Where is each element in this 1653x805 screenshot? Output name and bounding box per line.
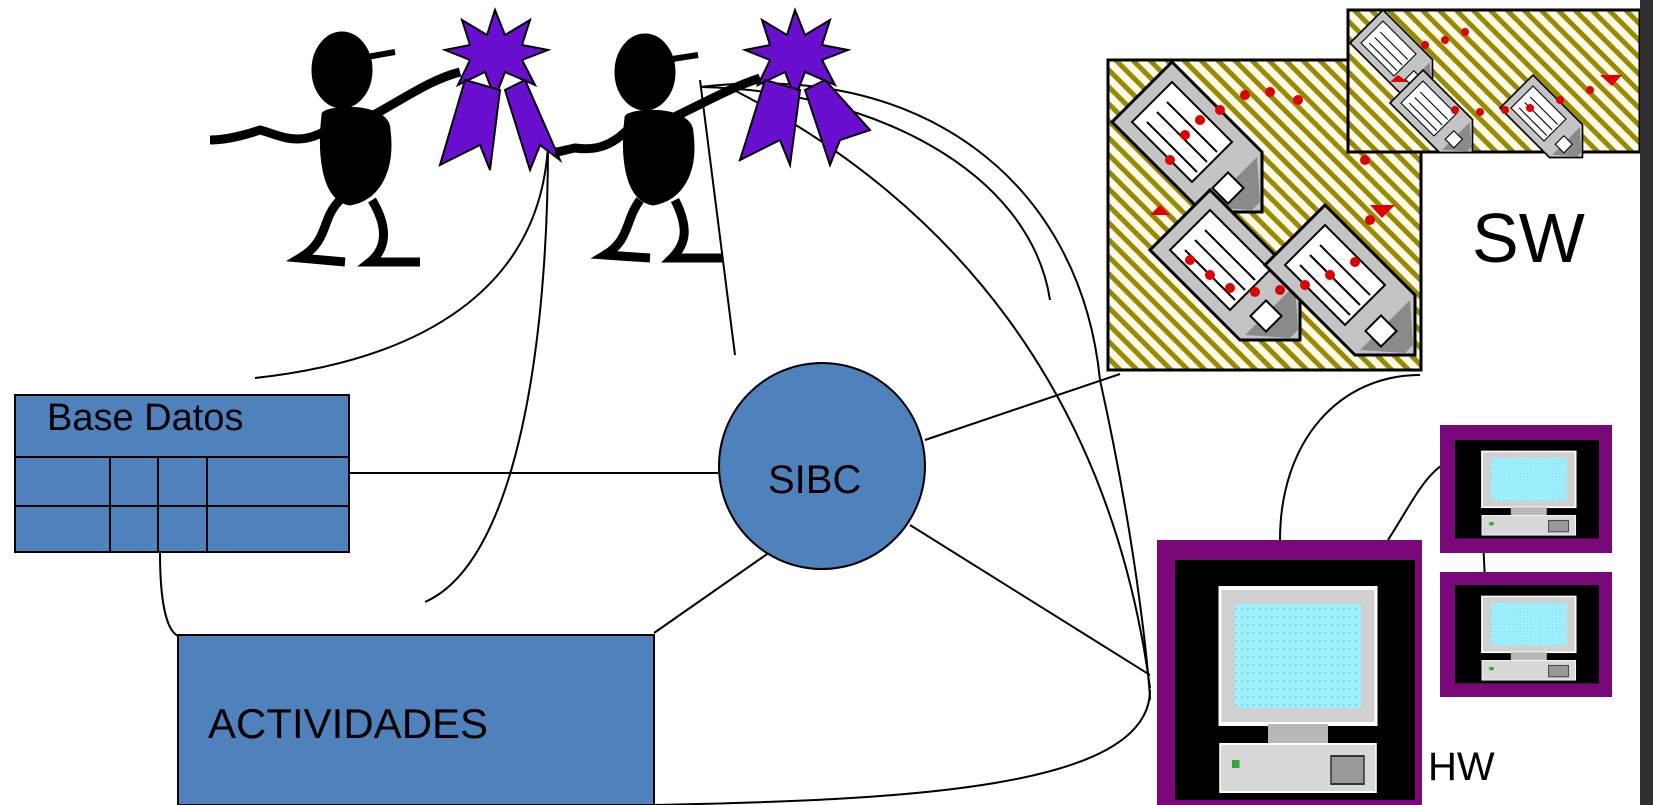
- software-label: SW: [1472, 199, 1585, 277]
- activities-label: ACTIVIDADES: [208, 700, 489, 747]
- hardware-label: HW: [1428, 745, 1495, 789]
- sibc-label: SIBC: [768, 458, 862, 502]
- database-label: Base Datos: [47, 397, 244, 439]
- activities-node: [177, 634, 655, 805]
- slide-edge-bar: [1640, 0, 1653, 805]
- people-group: [209, 7, 872, 267]
- award-badge-icon: [438, 7, 563, 173]
- hardware-computer-icon: [1157, 540, 1422, 805]
- software-disks-icon: [1106, 58, 1423, 372]
- database-node: [14, 394, 350, 553]
- award-badge-icon: [738, 7, 872, 169]
- software-disks-small-icon: [1346, 8, 1642, 159]
- person-icon: [209, 31, 462, 267]
- hardware-computer-small-icon: [1440, 425, 1612, 553]
- hardware-computer-small-icon: [1440, 572, 1612, 697]
- person-icon: [554, 33, 762, 263]
- sibc-center-node: [718, 362, 926, 570]
